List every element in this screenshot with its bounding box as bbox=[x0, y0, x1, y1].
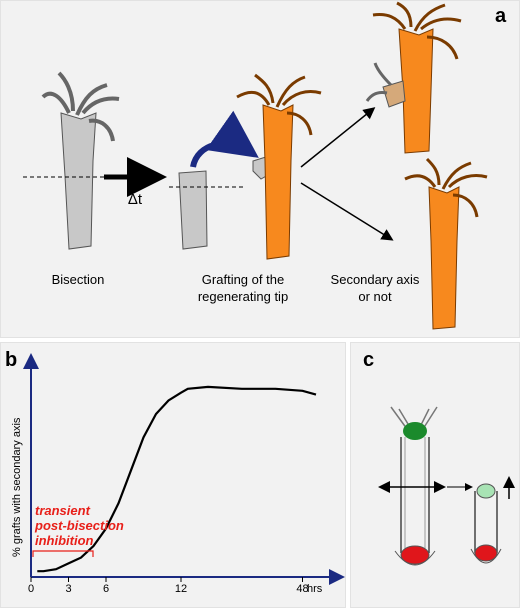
arrow-to-no-secondary bbox=[300, 182, 394, 241]
caption-delta-t: Δt bbox=[127, 191, 143, 208]
gray-stump bbox=[178, 170, 208, 250]
green-head-dot bbox=[403, 422, 427, 440]
panel-c: c bbox=[350, 342, 520, 608]
hydra-without-secondary-axis bbox=[404, 157, 488, 330]
panel-a: a bbox=[0, 0, 520, 338]
small-hydra-tube bbox=[470, 483, 502, 564]
panel-a-letter: a bbox=[495, 5, 507, 27]
caption-grafting-line1: Grafting of the bbox=[201, 272, 285, 287]
gray-hydra bbox=[41, 71, 120, 250]
red-foot-dot bbox=[400, 545, 430, 565]
panel-c-letter: c bbox=[363, 349, 375, 371]
inhibition-bracket bbox=[32, 550, 94, 557]
x-tick-label: 48 bbox=[296, 583, 309, 595]
graft-curved-arrow bbox=[190, 110, 259, 168]
caption-secondary-line2: or not bbox=[358, 289, 392, 304]
series-line bbox=[37, 385, 317, 573]
x-tick-label: 3 bbox=[65, 583, 72, 595]
caption-bisection: Bisection bbox=[51, 272, 105, 287]
annotation-line1: transient bbox=[35, 503, 90, 518]
x-axis-label: hrs bbox=[307, 583, 323, 595]
annotation-line3: inhibition bbox=[35, 533, 94, 548]
small-red-foot-dot bbox=[474, 544, 498, 562]
panel-a-illustration bbox=[23, 1, 488, 330]
caption-grafting: Grafting of the regenerating tip bbox=[173, 271, 313, 305]
inhibition-annotation: transient post-bisection inhibition bbox=[35, 503, 124, 548]
y-axis-label: % grafts with secondary axis bbox=[11, 417, 23, 557]
caption-grafting-line2: regenerating tip bbox=[197, 289, 289, 304]
arrow-to-secondary bbox=[300, 107, 376, 168]
annotation-line2: post-bisection bbox=[35, 518, 124, 533]
line-chart bbox=[23, 353, 345, 585]
large-hydra-tube bbox=[390, 406, 438, 566]
x-tick-label: 0 bbox=[27, 583, 35, 595]
x-tick-label: 6 bbox=[102, 583, 110, 595]
caption-secondary-line1: Secondary axis bbox=[330, 272, 420, 287]
panel-c-diagram bbox=[378, 406, 515, 566]
panel-b-letter: b bbox=[5, 349, 18, 371]
hydra-with-secondary-axis bbox=[365, 1, 462, 154]
x-tick-label: 12 bbox=[174, 583, 188, 595]
caption-secondary-axis: Secondary axis or not bbox=[315, 271, 435, 305]
pale-green-head-dot bbox=[476, 483, 496, 499]
orange-host-hydra bbox=[236, 73, 322, 260]
